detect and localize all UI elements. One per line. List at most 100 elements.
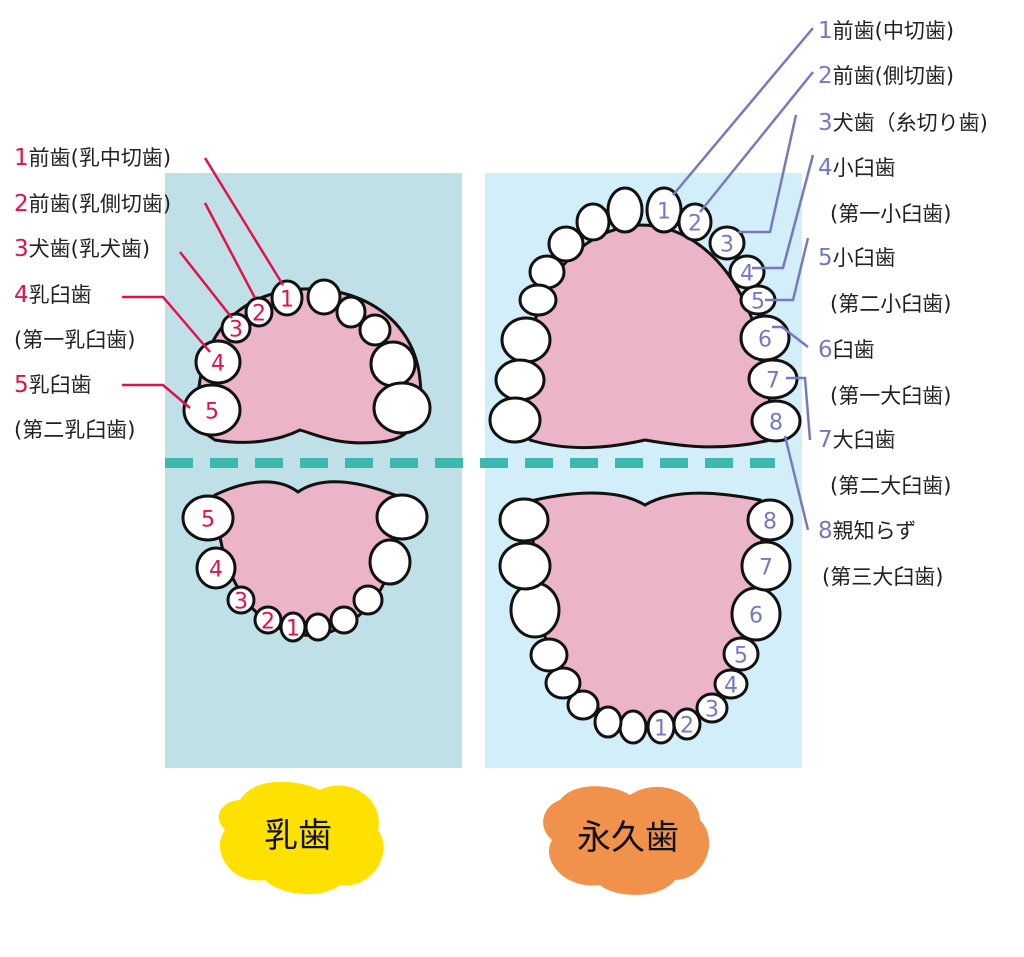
label-number: 3 [14,236,29,262]
tooth-number: 7 [766,369,780,394]
tooth-shape [182,383,242,437]
tooth-number: 2 [688,212,702,237]
tooth-shape [672,707,702,741]
primary-lower-tooth [375,493,429,541]
tooth-number: 2 [680,714,694,739]
tooth-shape [618,709,648,745]
tooth-shape [304,612,332,642]
tooth-number: 1 [286,617,300,642]
primary-label-sub-5: (第二乳臼歯) [14,418,135,442]
tooth-shape [220,312,252,344]
tooth-shape [500,316,552,364]
permanent-lower-tooth: 5 [722,636,760,672]
tooth-number: 4 [740,262,754,287]
primary-upper-tooth: 2 [244,296,274,328]
tooth-number: 2 [261,610,275,635]
tooth-shape [566,689,600,721]
permanent-leader-line [672,27,814,196]
permanent-label-2: 2前歯(側切歯) [818,63,954,89]
primary-label-sub-4: (第一乳臼歯) [14,328,135,352]
tooth-number: 3 [234,590,248,615]
permanent-label-6: 6臼歯 [818,337,875,363]
primary-upper-tooth [358,313,392,347]
permanent-lower-tooth: 6 [730,586,782,642]
permanent-lower-tooth [618,709,648,745]
tooth-shape [329,605,359,635]
primary-lower-tooth: 5 [181,494,235,542]
tooth-shape [181,494,235,542]
label-number: 5 [14,372,29,398]
tooth-shape [195,546,237,590]
tooth-shape [358,313,392,347]
tooth-number: 8 [763,510,777,535]
primary-lower-tooth [329,605,359,635]
tooth-number: 4 [209,558,223,583]
tooth-shape [226,585,256,615]
tooth-number: 6 [758,328,772,353]
tooth-shape [518,283,558,317]
tooth-shape [494,358,546,402]
primary-lower-tooth [368,538,412,586]
permanent-upper-tooth: 3 [708,225,746,261]
permanent-label-3: 3犬歯（糸切り歯) [818,110,988,136]
label-text: 乳臼歯 [29,373,92,397]
primary-upper-tooth [306,278,342,316]
primary-caption: 乳歯 [264,816,332,856]
permanent-upper-tooth [488,396,542,444]
primary-lower-tooth: 4 [195,546,237,590]
permanent-leader-line [786,376,812,441]
tooth-shape [372,381,432,435]
primary-lower-tooth: 3 [226,585,256,615]
label-text: 小臼歯 [833,246,896,270]
permanent-label-4: 4小臼歯 [818,155,896,181]
label-text: 大臼歯 [833,428,896,452]
tooth-shape [488,396,542,444]
tooth-shape [544,666,582,700]
primary-label-4: 4乳臼歯 [14,282,92,308]
tooth-shape [244,296,274,328]
primary-caption-badge [218,781,384,895]
permanent-upper-tooth: 4 [728,254,766,290]
label-number: 5 [818,245,833,271]
tooth-number: 5 [751,290,765,315]
tooth-shape [528,254,566,290]
permanent-lower-tooth: 2 [672,707,702,741]
primary-leader-line [203,202,257,299]
tooth-number: 1 [657,200,671,225]
permanent-lower-tooth [498,541,552,591]
permanent-lower-tooth [529,637,569,673]
label-number: 2 [818,63,833,89]
primary-leader-line [122,383,191,409]
tooth-shape [746,498,794,542]
tooth-number: 5 [201,508,215,533]
tooth-number: 2 [252,302,266,327]
permanent-upper-tooth [494,358,546,402]
tooth-shape [645,186,683,234]
primary-label-3: 3犬歯(乳犬歯) [14,236,150,262]
permanent-upper-tooth: 8 [750,399,802,443]
primary-lower-tooth [304,612,332,642]
permanent-label-sub-8: (第三大臼歯) [822,565,943,589]
permanent-leader-line [738,114,798,234]
permanent-lower-tooth [544,666,582,700]
primary-lower-tooth [352,584,384,616]
permanent-label-8: 8親知らず [818,518,916,544]
label-text: 犬歯（糸切り歯) [833,111,988,135]
label-number: 1 [818,18,833,44]
permanent-label-1: 1前歯(中切歯) [818,18,954,44]
permanent-label-7: 7大臼歯 [818,427,896,453]
tooth-shape [708,225,746,261]
primary-upper-tooth: 1 [270,279,304,317]
permanent-lower-tooth: 7 [740,540,792,592]
tooth-number: 7 [759,556,773,581]
tooth-shape [306,278,342,316]
tooth-number: 8 [769,411,783,436]
primary-lower-tooth: 1 [279,611,307,643]
primary-upper-tooth [369,340,417,388]
tooth-number: 1 [280,288,294,313]
permanent-lower-tooth: 4 [713,668,749,700]
label-text: 前歯(中切歯) [833,19,954,43]
primary-leader-line [203,157,285,286]
tooth-number: 5 [205,400,219,425]
permanent-label-5: 5小臼歯 [818,245,896,271]
